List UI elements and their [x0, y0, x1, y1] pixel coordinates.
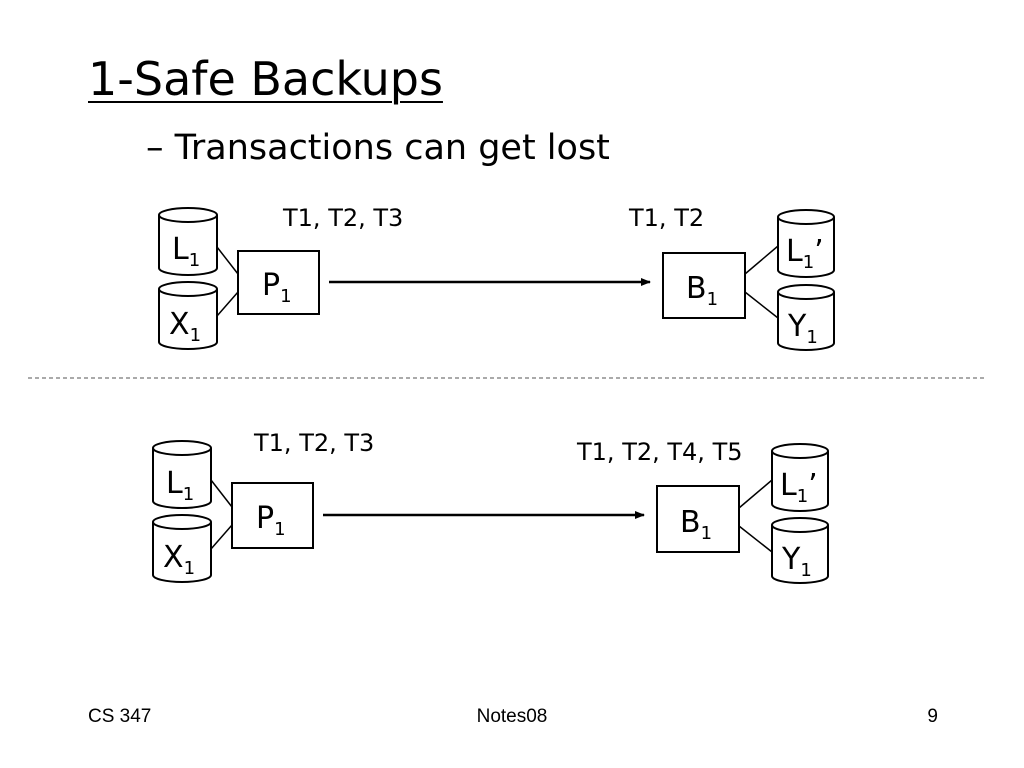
backup-site-box: B1	[662, 252, 746, 319]
footer-course: CS 347	[88, 706, 152, 727]
primary-db-cylinder: X1	[158, 281, 218, 350]
link-b1-y1	[744, 291, 779, 319]
primary-site-box: P1	[231, 482, 314, 549]
backup-site-label: B1	[680, 505, 712, 544]
bullet-point: – Transactions can get lost	[146, 128, 610, 168]
primary-transactions-label: T1, T2, T3	[253, 429, 374, 457]
backup-transactions-label: T1, T2, T4, T5	[576, 438, 743, 466]
primary-log-label: L1	[166, 466, 194, 505]
primary-log-cylinder: L1	[158, 207, 218, 276]
primary-db-label: X1	[163, 540, 195, 579]
primary-site-label: P1	[256, 501, 286, 540]
link-b1-l1prime	[738, 479, 773, 509]
link-l1-p1	[216, 246, 239, 275]
footer-notes: Notes08	[476, 706, 548, 727]
backup-db-label: Y1	[781, 542, 812, 581]
primary-site-label: P1	[262, 268, 292, 307]
backup-db-cylinder: Y1	[771, 517, 829, 584]
diagram-bottom: L1 X1 P1 T1, T2, T3 T1, T2, T4, T5 B1 L1…	[152, 429, 829, 584]
backup-site-box: B1	[656, 485, 740, 553]
backup-db-cylinder: Y1	[777, 284, 835, 351]
link-x1-p1	[210, 524, 233, 550]
primary-log-label: L1	[172, 232, 200, 271]
backup-log-cylinder: L1’	[771, 443, 829, 512]
footer-page-number: 9	[927, 706, 938, 727]
link-b1-l1prime	[744, 245, 779, 275]
backup-db-label: Y1	[787, 309, 818, 348]
backup-site-label: B1	[686, 271, 718, 310]
backup-transactions-label: T1, T2	[628, 204, 704, 232]
diagram-top: L1 X1 P1 T1, T2, T3 T1, T2 B1 L1’	[158, 204, 835, 351]
link-x1-p1	[216, 291, 239, 317]
backup-log-label: L1’	[780, 468, 818, 507]
primary-site-box: P1	[237, 250, 320, 315]
primary-log-cylinder: L1	[152, 440, 212, 509]
backup-log-label: L1’	[786, 234, 824, 273]
link-b1-y1	[738, 525, 773, 553]
link-l1-p1	[210, 479, 233, 508]
primary-db-label: X1	[169, 307, 201, 346]
primary-transactions-label: T1, T2, T3	[282, 204, 403, 232]
slide-title: 1-Safe Backups	[88, 52, 443, 106]
backup-log-cylinder: L1’	[777, 209, 835, 278]
primary-db-cylinder: X1	[152, 514, 212, 583]
